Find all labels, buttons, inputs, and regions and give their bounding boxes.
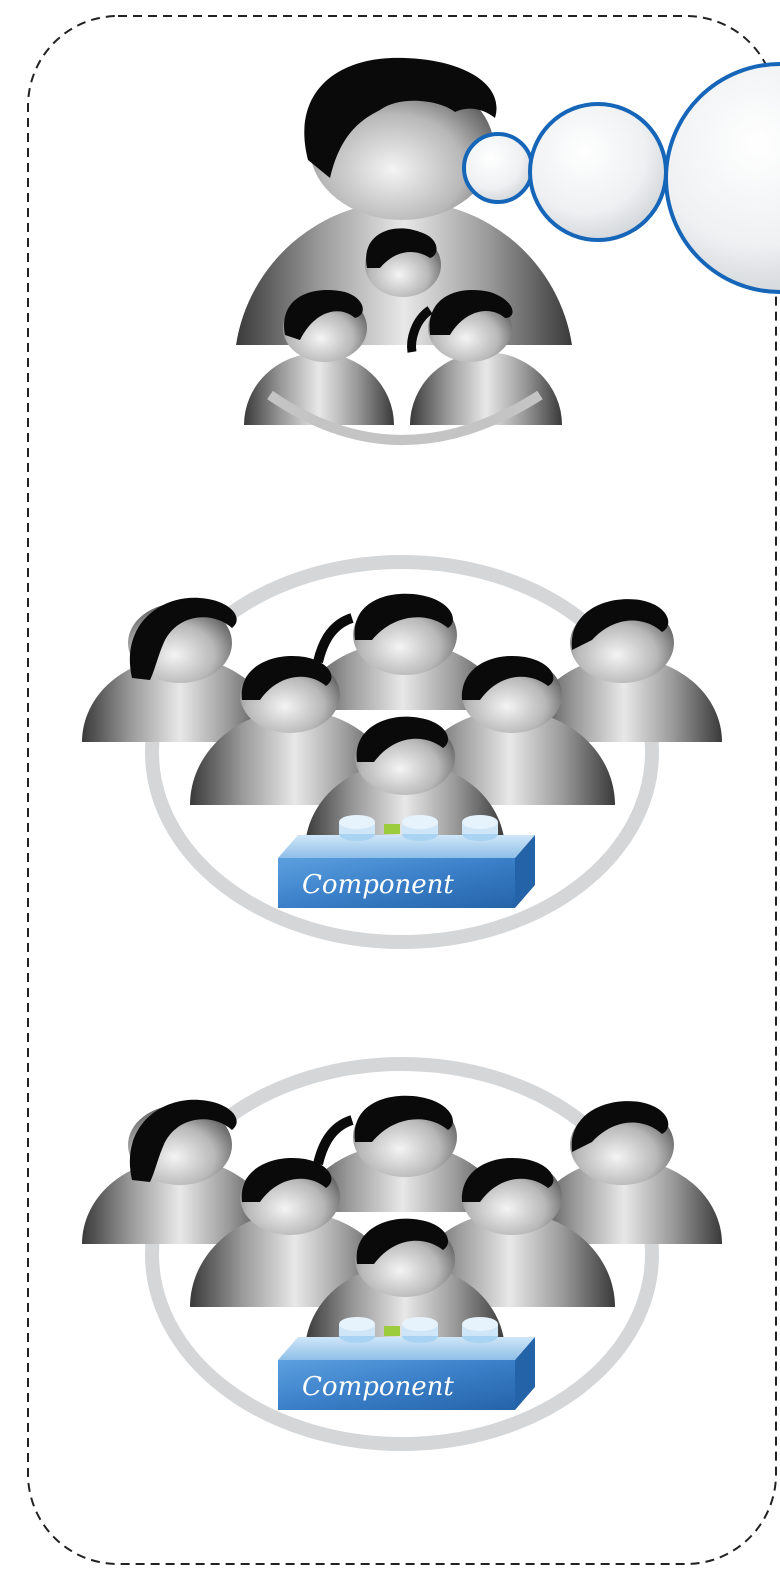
thinking-person-icon <box>236 58 572 440</box>
team-group-1: Component <box>82 562 722 942</box>
component-label: Component <box>302 1372 454 1402</box>
thought-bubble-small <box>464 134 532 202</box>
team-group-2: Component <box>82 1064 722 1444</box>
component-label: Component <box>302 870 454 900</box>
thought-bubble-medium <box>530 104 666 240</box>
thought-bubble-large <box>666 64 780 292</box>
